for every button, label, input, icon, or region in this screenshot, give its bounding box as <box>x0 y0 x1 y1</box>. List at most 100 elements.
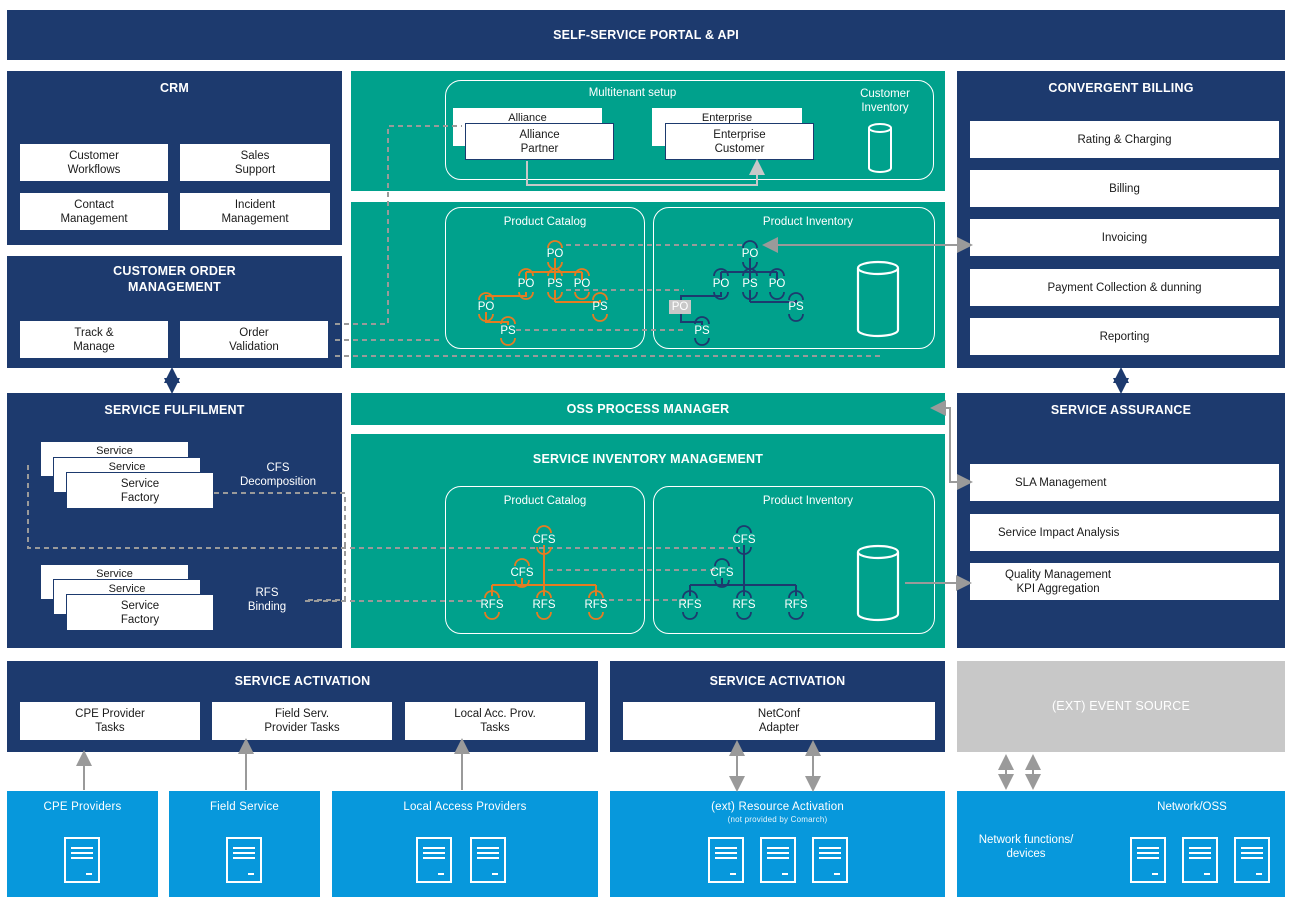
activation2-title: SERVICE ACTIVATION <box>709 674 846 688</box>
po-node: PO <box>517 278 535 290</box>
service-inventory-panel: SERVICE INVENTORY MANAGEMENT <box>351 434 945 648</box>
service-catalog-box <box>445 486 645 634</box>
activation1-item-field[interactable]: Field Serv. Provider Tasks <box>212 702 392 740</box>
billing-item-payment-collection[interactable]: Payment Collection & dunning <box>970 269 1279 306</box>
node-markers <box>478 240 804 620</box>
com-item-track-manage[interactable]: Track & Manage <box>20 321 168 358</box>
service-inventory-cylinder <box>856 544 900 622</box>
cpe-providers-title: CPE Providers <box>43 801 122 813</box>
po-node: PO <box>573 278 591 290</box>
local-access-providers-panel: Local Access Providers <box>332 791 598 897</box>
crm-item-incident-management[interactable]: Incident Management <box>180 193 330 230</box>
fulfilment-title: SERVICE FULFILMENT <box>104 403 245 417</box>
resource-activation-title: (ext) Resource Activation <box>711 801 844 813</box>
portal-title: SELF-SERVICE PORTAL & API <box>553 28 739 42</box>
self-service-portal-bar: SELF-SERVICE PORTAL & API <box>7 10 1285 60</box>
sim-title: SERVICE INVENTORY MANAGEMENT <box>532 452 764 466</box>
ps-node: PS <box>592 301 608 313</box>
po-node: PO <box>546 248 564 260</box>
product-inventory-tree <box>680 258 797 325</box>
product-catalog-title: Product Catalog <box>503 216 587 228</box>
server-icon <box>470 837 506 883</box>
crm-item-sales-support[interactable]: Sales Support <box>180 144 330 181</box>
server-icon <box>1234 837 1270 883</box>
service-assurance-panel: SERVICE ASSURANCE SLA Management Service… <box>957 393 1285 648</box>
server-icon <box>1130 837 1166 883</box>
crm-item-customer-workflows[interactable]: Customer Workflows <box>20 144 168 181</box>
cfs-node: CFS <box>510 567 534 579</box>
field-service-title: Field Service <box>209 801 280 813</box>
product-inventory-cylinder <box>856 260 900 338</box>
assurance-item-sla[interactable]: SLA Management <box>970 464 1279 501</box>
ps-node: PS <box>788 301 804 313</box>
billing-item-billing[interactable]: Billing <box>970 170 1279 207</box>
ps-node: PS <box>694 325 710 337</box>
server-icon <box>812 837 848 883</box>
rfs-node: RFS <box>732 599 756 611</box>
rfs-node: RFS <box>678 599 702 611</box>
activation2-item-netconf[interactable]: NetConf Adapter <box>623 702 935 740</box>
resource-activation-panel: (ext) Resource Activation (not provided … <box>610 791 945 897</box>
server-icon <box>416 837 452 883</box>
oss-title: OSS PROCESS MANAGER <box>566 402 730 416</box>
rfs-binding-label: RFS Binding <box>247 587 287 613</box>
rfs-node: RFS <box>784 599 808 611</box>
local-access-title: Local Access Providers <box>403 801 527 813</box>
product-catalog-box <box>445 207 645 349</box>
crm-title: CRM <box>159 81 190 95</box>
com-item-order-validation[interactable]: Order Validation <box>180 321 328 358</box>
service-inventory-title: Product Inventory <box>762 495 854 507</box>
activation1-item-local[interactable]: Local Acc. Prov. Tasks <box>405 702 585 740</box>
billing-item-invoicing[interactable]: Invoicing <box>970 219 1279 256</box>
customer-order-management-panel: CUSTOMER ORDER MANAGEMENT Track & Manage… <box>7 256 342 368</box>
rfs-node: RFS <box>532 599 556 611</box>
server-icon <box>226 837 262 883</box>
network-oss-panel: Network/OSS Network functions/ devices <box>957 791 1285 897</box>
resource-activation-note: (not provided by Comarch) <box>727 815 828 824</box>
server-icon <box>1182 837 1218 883</box>
multitenant-title: Multitenant setup <box>588 87 677 99</box>
po-node: PO <box>768 278 786 290</box>
assurance-item-quality[interactable]: Quality Management KPI Aggregation <box>970 563 1279 600</box>
activation1-title: SERVICE ACTIVATION <box>234 674 371 688</box>
customer-inventory-cylinder <box>868 123 892 173</box>
product-inventory-box <box>653 207 935 349</box>
network-oss-title: Network/OSS <box>1157 801 1227 813</box>
oss-assurance-arrow <box>930 400 973 490</box>
enterprise-customer-card[interactable]: Enterprise Customer <box>665 123 814 160</box>
customer-inventory-label: Customer Inventory <box>860 88 910 114</box>
ps-node: PS <box>742 278 758 290</box>
cfs-node: CFS <box>732 534 756 546</box>
assurance-item-impact[interactable]: Service Impact Analysis <box>970 514 1279 551</box>
po-node: PO <box>712 278 730 290</box>
rfs-node: RFS <box>480 599 504 611</box>
activation1-item-cpe[interactable]: CPE Provider Tasks <box>20 702 200 740</box>
billing-item-reporting[interactable]: Reporting <box>970 318 1279 355</box>
server-icon <box>708 837 744 883</box>
network-functions-label: Network functions/ devices <box>978 834 1074 860</box>
po-node: PO <box>477 301 495 313</box>
billing-title: CONVERGENT BILLING <box>1048 81 1194 95</box>
crm-item-contact-management[interactable]: Contact Management <box>20 193 168 230</box>
alliance-enterprise-connector <box>526 159 765 186</box>
alliance-partner-card[interactable]: Alliance Partner <box>465 123 614 160</box>
po-node: PO <box>671 301 689 313</box>
service-factory-card-2[interactable]: Service Factory <box>66 594 214 631</box>
billing-item-rating-charging[interactable]: Rating & Charging <box>970 121 1279 158</box>
assurance-title: SERVICE ASSURANCE <box>1050 403 1192 417</box>
server-icon <box>760 837 796 883</box>
convergent-billing-panel: CONVERGENT BILLING Rating & Charging Bil… <box>957 71 1285 368</box>
com-title: CUSTOMER ORDER MANAGEMENT <box>113 264 236 294</box>
event-title: (EXT) EVENT SOURCE <box>1051 699 1191 713</box>
service-activation-panel-1: SERVICE ACTIVATION CPE Provider Tasks Fi… <box>7 661 598 752</box>
oss-process-manager-panel: OSS PROCESS MANAGER <box>351 393 945 425</box>
service-catalog-title: Product Catalog <box>503 495 587 507</box>
event-source-panel: (EXT) EVENT SOURCE <box>957 661 1285 752</box>
multitenant-box <box>445 80 934 180</box>
service-factory-card-1[interactable]: Service Factory <box>66 472 214 509</box>
po-node: PO <box>741 248 759 260</box>
service-inventory-box <box>653 486 935 634</box>
server-icon <box>64 837 100 883</box>
field-service-panel: Field Service <box>169 791 320 897</box>
